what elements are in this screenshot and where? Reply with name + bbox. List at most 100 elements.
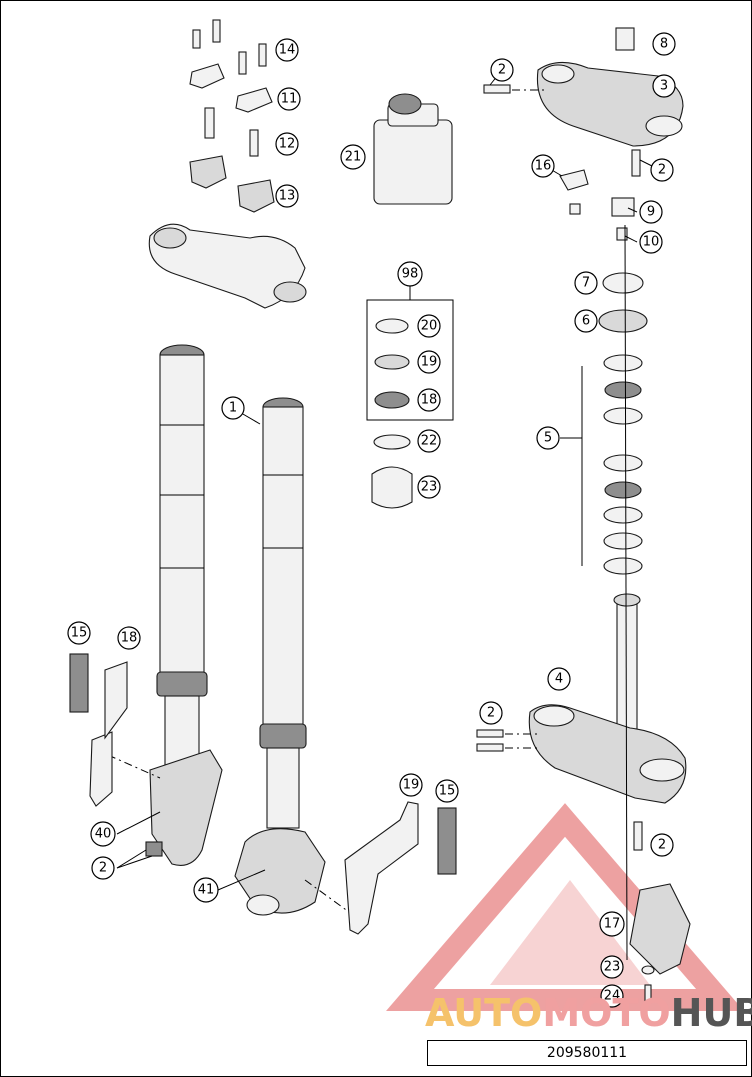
svg-text:16: 16 xyxy=(535,159,552,174)
screw-icon xyxy=(238,51,247,75)
watermark-segment: HUB xyxy=(671,991,752,1035)
svg-text:2: 2 xyxy=(498,63,506,78)
callout-98: 98 xyxy=(397,261,423,287)
axle-boss-icon xyxy=(246,894,280,916)
stem-top-icon xyxy=(613,593,641,607)
fork-guard-icon xyxy=(629,883,691,975)
steering-stem-icon xyxy=(616,597,638,739)
svg-text:13: 13 xyxy=(279,189,296,204)
screw-icon xyxy=(633,821,643,851)
bearing-icon xyxy=(603,407,643,425)
callout-14: 14 xyxy=(275,38,299,62)
svg-text:6: 6 xyxy=(582,314,590,329)
dust-seal-icon xyxy=(371,466,413,509)
callout-2: 2 xyxy=(479,701,503,725)
svg-text:3: 3 xyxy=(660,79,668,94)
screw-icon xyxy=(249,129,259,157)
bolt-icon xyxy=(145,841,163,857)
callout-40: 40 xyxy=(90,821,116,847)
svg-text:7: 7 xyxy=(582,276,590,291)
bearing-icon xyxy=(603,454,643,472)
svg-text:41: 41 xyxy=(198,883,215,898)
seal-icon xyxy=(598,309,648,333)
svg-text:9: 9 xyxy=(647,205,655,220)
svg-text:23: 23 xyxy=(604,960,621,975)
screw-icon xyxy=(483,84,511,94)
clamp-icon xyxy=(189,63,225,89)
svg-text:2: 2 xyxy=(487,706,495,721)
fork-guard-group xyxy=(629,883,691,1002)
svg-text:23: 23 xyxy=(421,480,438,495)
left-fork-leg xyxy=(69,344,223,866)
svg-text:18: 18 xyxy=(121,631,138,646)
callout-23: 23 xyxy=(417,475,441,499)
svg-text:8: 8 xyxy=(660,37,668,52)
document-number: 209580111 xyxy=(427,1040,747,1066)
handlebar-clamp-group xyxy=(148,19,307,309)
washer-icon xyxy=(641,965,655,975)
svg-text:5: 5 xyxy=(544,431,552,446)
callout-9: 9 xyxy=(639,200,663,224)
watermark-segment: MOTO xyxy=(542,991,670,1035)
bearing-icon xyxy=(603,506,643,524)
callout-2: 2 xyxy=(650,833,674,857)
callout-1: 1 xyxy=(221,396,245,420)
callout-layer: 14 11 12 13 8 2 3 2 21 16 9 10 98 7 6 20… xyxy=(67,32,676,1008)
fork-outer-tube-icon xyxy=(262,406,304,728)
callout-8: 8 xyxy=(652,32,676,56)
nut-icon xyxy=(615,27,635,51)
fork-bore-icon xyxy=(153,227,187,249)
svg-text:15: 15 xyxy=(439,784,456,799)
screw-icon xyxy=(644,984,652,1002)
watermark-segment: AUTO xyxy=(425,991,542,1035)
oil-can-cap-icon xyxy=(388,93,422,115)
callout-5: 5 xyxy=(536,426,560,450)
pad-icon xyxy=(69,653,89,713)
callout-15: 15 xyxy=(67,621,91,645)
fork-bore-icon xyxy=(533,705,575,727)
fork-bore-icon xyxy=(645,115,683,137)
callout-22: 22 xyxy=(417,429,441,453)
screw-icon xyxy=(476,743,504,752)
bearing-icon xyxy=(604,481,642,499)
screw-icon xyxy=(192,29,201,49)
clamp-icon xyxy=(235,87,273,113)
callout-19: 19 xyxy=(417,350,441,374)
callout-41: 41 xyxy=(193,877,219,903)
screw-icon xyxy=(631,149,641,177)
lower-triple-clamp xyxy=(476,593,687,851)
screw-icon xyxy=(204,107,215,139)
svg-text:2: 2 xyxy=(658,838,666,853)
bolt-icon xyxy=(569,203,581,215)
bearing-icon xyxy=(603,354,643,372)
bearing-icon xyxy=(604,381,642,399)
svg-text:20: 20 xyxy=(421,319,438,334)
fork-oil-can xyxy=(373,93,453,205)
callout-13: 13 xyxy=(275,184,299,208)
svg-text:2: 2 xyxy=(99,861,107,876)
callout-23: 23 xyxy=(600,955,624,979)
callout-18: 18 xyxy=(417,388,441,412)
callout-3: 3 xyxy=(652,74,676,98)
svg-text:17: 17 xyxy=(604,917,621,932)
seal-ring-icon xyxy=(374,391,410,409)
callout-17: 17 xyxy=(599,911,625,937)
callout-19: 19 xyxy=(399,773,423,797)
svg-text:2: 2 xyxy=(658,163,666,178)
right-fork-leg xyxy=(234,397,457,935)
screw-icon xyxy=(476,729,504,738)
seal-kit-box xyxy=(366,286,454,509)
svg-text:15: 15 xyxy=(71,626,88,641)
callout-21: 21 xyxy=(340,144,366,170)
upper-triple-clamp-icon xyxy=(148,223,306,309)
callout-11: 11 xyxy=(277,87,301,111)
svg-text:1: 1 xyxy=(229,401,237,416)
fork-seal-head-icon xyxy=(156,671,208,697)
clamp-base-icon xyxy=(189,155,227,189)
callout-7: 7 xyxy=(574,271,598,295)
fork-bore-icon xyxy=(639,758,685,782)
svg-text:12: 12 xyxy=(279,137,296,152)
fork-seal-head-icon xyxy=(259,723,307,749)
clip-icon xyxy=(611,197,635,217)
